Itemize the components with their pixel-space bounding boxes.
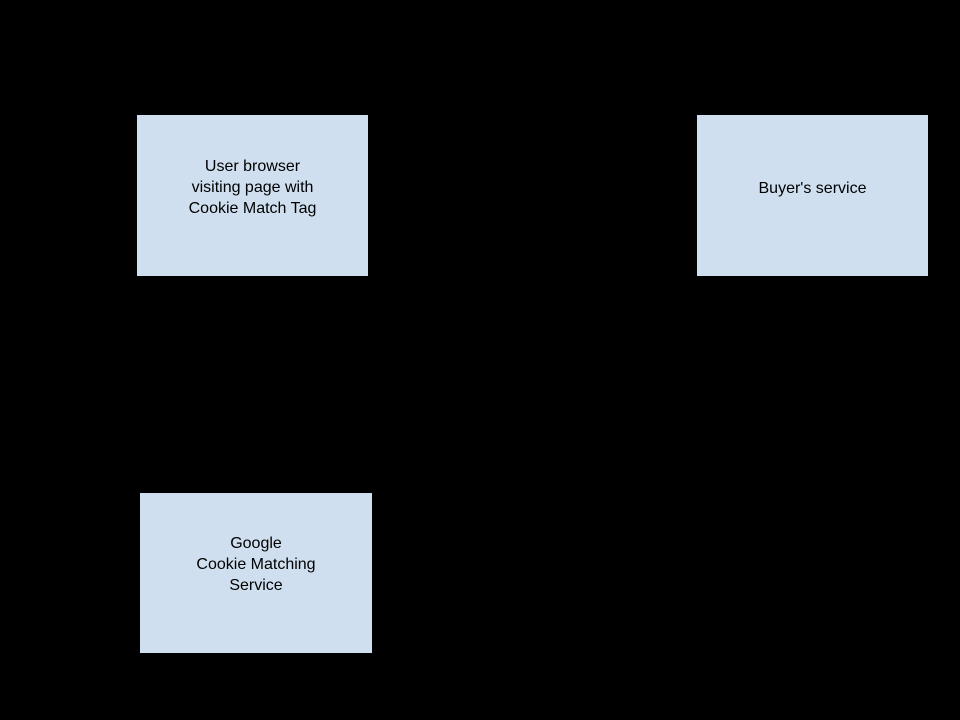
node-google-cookie-matching-service-label: Google Cookie Matching Service	[196, 534, 316, 594]
node-buyers-service[interactable]: Buyer's service	[697, 115, 928, 276]
node-user-browser[interactable]: User browser visiting page with Cookie M…	[137, 115, 368, 276]
node-user-browser-label: User browser visiting page with Cookie M…	[188, 158, 317, 217]
node-buyers-service-label: Buyer's service	[758, 180, 867, 197]
node-google-cookie-matching-service[interactable]: Google Cookie Matching Service	[140, 493, 372, 653]
